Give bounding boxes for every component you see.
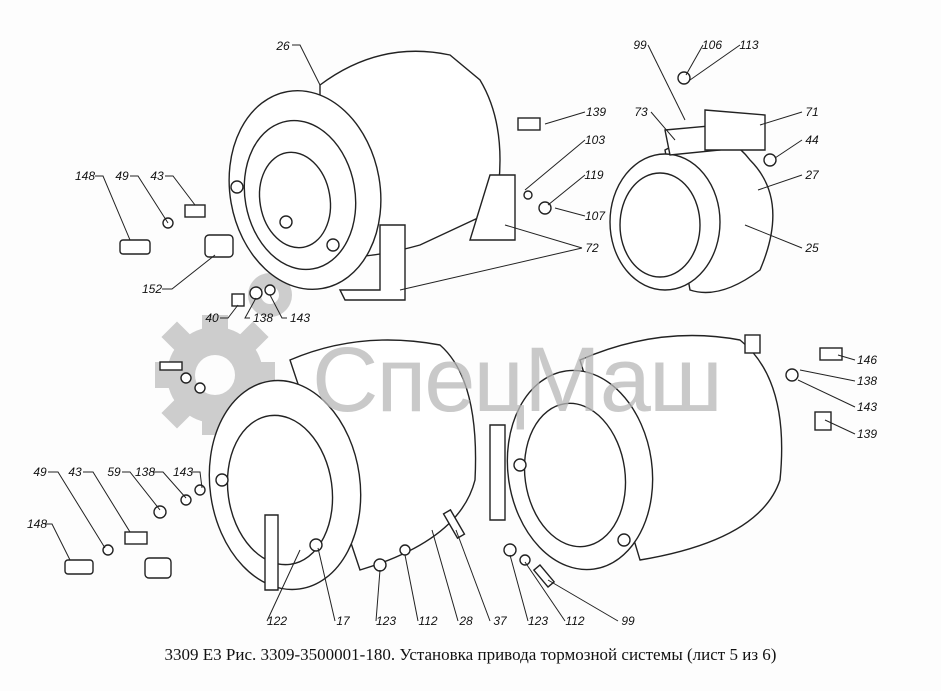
part-label: 123 xyxy=(527,614,549,628)
part-label: 73 xyxy=(634,105,648,119)
part-label: 27 xyxy=(805,168,819,182)
part-label: 40 xyxy=(205,311,219,325)
part-label: 49 xyxy=(115,169,129,183)
part-label: 112 xyxy=(565,614,585,628)
part-label: 143 xyxy=(289,311,311,325)
part-label: 113 xyxy=(739,38,759,52)
part-label: 17 xyxy=(336,614,350,628)
part-label: 43 xyxy=(150,169,164,183)
part-label: 25 xyxy=(805,241,819,255)
part-label: 44 xyxy=(805,133,819,147)
part-label: 112 xyxy=(418,614,438,628)
part-label: 28 xyxy=(459,614,473,628)
part-label: 72 xyxy=(585,241,599,255)
receiver-tank-26 xyxy=(228,50,516,301)
part-label: 148 xyxy=(74,169,96,183)
watermark-text: СпецМаш xyxy=(312,329,723,431)
part-label: 152 xyxy=(141,282,163,296)
leader-lines xyxy=(45,44,856,622)
part-label: 107 xyxy=(584,209,606,223)
part-label: 143 xyxy=(172,465,194,479)
part-label: 49 xyxy=(33,465,47,479)
receiver-tank-25 xyxy=(609,109,774,294)
part-label: 138 xyxy=(856,374,878,388)
part-label: 119 xyxy=(584,168,604,182)
part-label: 123 xyxy=(375,614,397,628)
part-label: 122 xyxy=(266,614,288,628)
part-label: 146 xyxy=(856,353,878,367)
part-label: 103 xyxy=(584,133,606,147)
part-label: 99 xyxy=(621,614,635,628)
part-label: 106 xyxy=(701,38,723,52)
part-label: 71 xyxy=(805,105,819,119)
part-label: 37 xyxy=(493,614,507,628)
part-label: 43 xyxy=(68,465,82,479)
receiver-tank-right-lower xyxy=(489,334,783,571)
part-label: 138 xyxy=(134,465,156,479)
part-label: 59 xyxy=(107,465,121,479)
part-label: 143 xyxy=(856,400,878,414)
part-label: 99 xyxy=(633,38,647,52)
part-label: 138 xyxy=(252,311,274,325)
part-label: 139 xyxy=(585,105,607,119)
part-label: 148 xyxy=(26,517,48,531)
part-label: 26 xyxy=(276,39,290,53)
receiver-tank-left-lower xyxy=(208,339,477,591)
figure-caption: 3309 Е3 Рис. 3309-3500001-180. Установка… xyxy=(164,645,777,664)
fittings xyxy=(64,71,843,588)
part-label: 139 xyxy=(856,427,878,441)
